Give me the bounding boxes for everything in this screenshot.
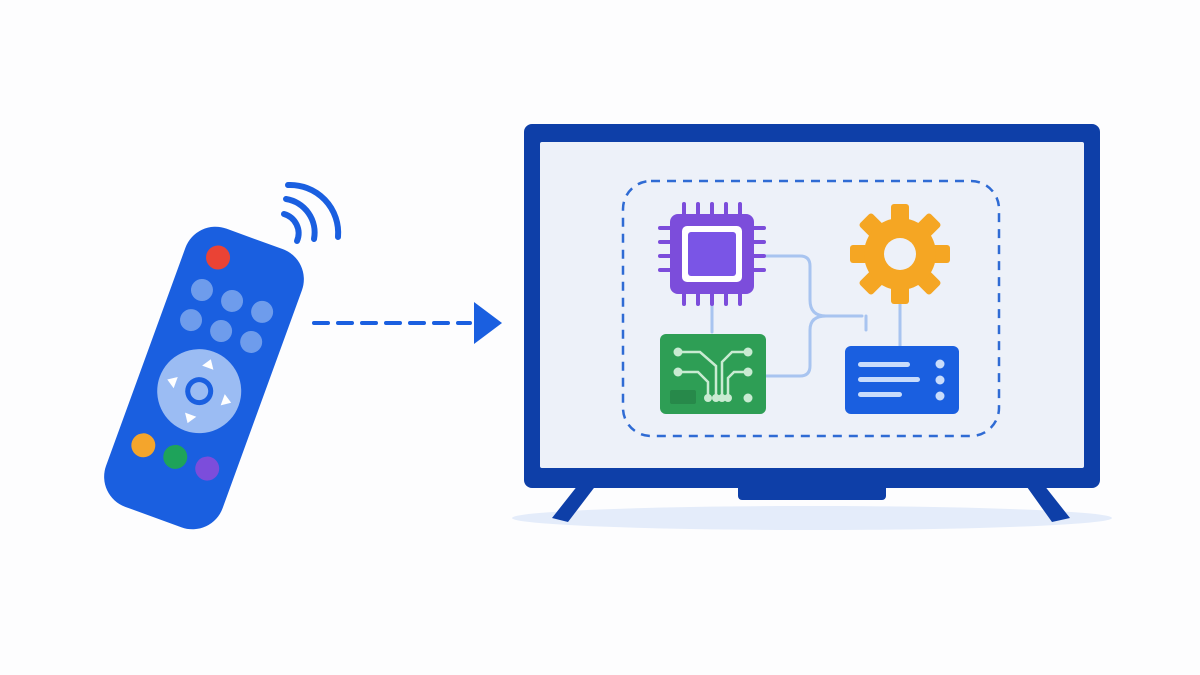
signal-wave-medium [283,196,318,242]
remote-power-button [206,245,231,270]
gear-icon [850,204,950,304]
signal-wave-small [281,211,302,244]
tv-left-leg [552,480,600,522]
arrow-head [474,302,502,344]
remote-control-icon [104,226,304,530]
television-icon [512,124,1112,530]
cpu-core [688,232,736,276]
cpu-chip-icon [658,202,766,306]
circuit-nodes [673,347,753,403]
tv-shadow [512,506,1112,530]
remote-number-button [251,300,274,323]
dpad-right-arrow-icon [220,394,232,406]
dashed-group-outline [621,179,1001,438]
connector-cpu [750,254,864,318]
settings-panel-icon [845,346,959,414]
remote-green-button [163,444,188,469]
circuit-board-icon [660,334,766,414]
remote-purple-button [195,456,220,481]
panel-dot-2 [935,375,945,385]
remote-number-button [180,309,203,332]
gear-hole [884,238,916,270]
arrow-right-icon [312,302,502,344]
remote-number-button [190,279,213,302]
dpad-left-arrow-icon [167,376,178,389]
dpad-down-arrow-icon [185,412,197,424]
panel-dot-3 [935,391,945,401]
circuit-chip [670,390,696,404]
signal-wave-large [285,181,342,240]
panel-line-1 [858,362,910,367]
remote-number-button [240,330,263,353]
connector-board [764,314,828,378]
component-connectors [710,254,902,378]
remote-dpad-center-ring [190,382,209,401]
tv-right-leg [1022,480,1070,522]
remote-number-button [210,320,233,343]
dpad-up-arrow-icon [202,359,214,370]
remote-orange-button [131,433,156,458]
panel-dot-1 [935,359,945,369]
panel-line-3 [858,392,902,397]
panel-line-2 [858,377,920,382]
wifi-signal-icon [281,181,342,244]
circuit-traces [678,350,748,398]
remote-number-button [221,289,244,312]
